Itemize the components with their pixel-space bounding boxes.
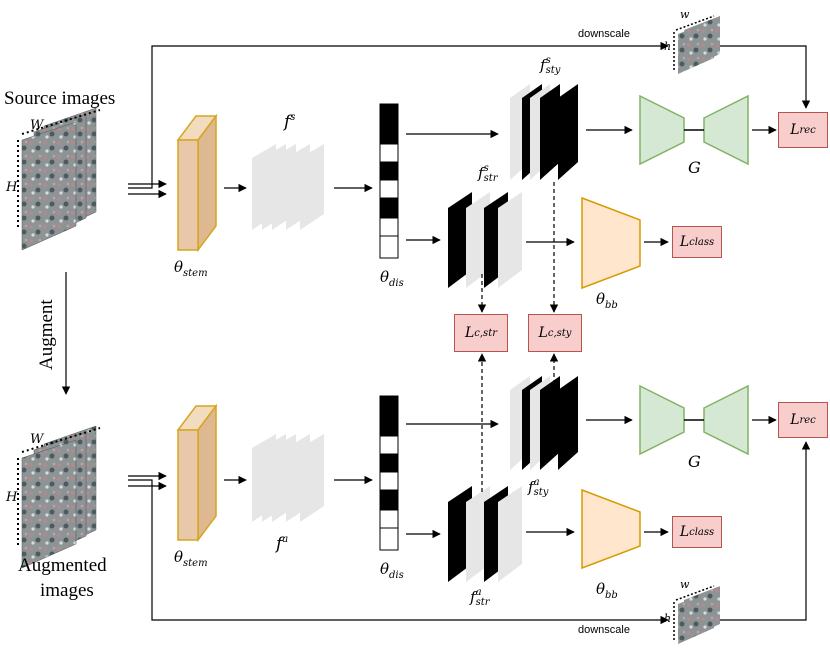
stem-block-bottom — [176, 403, 218, 543]
augmented-image-stack — [17, 425, 101, 569]
stem-block-top — [176, 113, 218, 253]
fa-label: fa — [276, 534, 289, 554]
style-features-bottom — [510, 376, 578, 470]
small-width-label-bottom: w — [680, 578, 690, 591]
width-label-top: W — [30, 118, 44, 133]
g-label-top: G — [688, 158, 701, 177]
height-label-top: H — [6, 180, 18, 195]
small-height-label-top: h — [664, 40, 672, 53]
source-images-label: Source images — [4, 88, 116, 109]
downscaled-augmented-stack — [673, 585, 720, 644]
fs-label: fs — [284, 112, 296, 132]
downscale-label-bottom: downscale — [578, 624, 630, 636]
theta-stem-label-top: θstem — [174, 258, 208, 279]
theta-bb-label-top: θbb — [596, 290, 618, 311]
structure-features-top — [448, 192, 522, 288]
decoder-g-top — [639, 94, 749, 166]
structure-features-bottom — [448, 486, 522, 582]
theta-stem-label-bottom: θstem — [174, 548, 208, 569]
downscale-label-top: downscale — [578, 28, 630, 40]
feature-maps-fs — [252, 144, 324, 230]
augmented-images-label-1: Augmented — [18, 555, 107, 576]
augmented-images-label-2: images — [40, 580, 94, 601]
source-image-stack — [17, 107, 101, 251]
theta-dis-label-bottom: θdis — [380, 560, 404, 581]
small-height-label-bottom: h — [664, 612, 672, 625]
style-features-top — [510, 84, 578, 180]
decoder-g-bottom — [639, 384, 749, 456]
theta-bb-label-bottom: θbb — [596, 580, 618, 601]
disentangler-bottom — [379, 395, 399, 551]
small-width-label-top: w — [680, 8, 690, 21]
consistency-arrows — [477, 182, 559, 492]
backbone-bottom — [581, 488, 641, 570]
arrows — [61, 41, 811, 625]
disentangler-top — [379, 103, 399, 259]
width-label-bottom: W — [30, 432, 44, 447]
g-label-bottom: G — [688, 452, 701, 471]
theta-dis-label-top: θdis — [380, 268, 404, 289]
height-label-bottom: H — [6, 490, 18, 505]
downscaled-source-stack — [673, 15, 720, 74]
backbone-top — [581, 196, 641, 290]
feature-maps-fa — [252, 434, 324, 522]
augment-label: Augment — [36, 299, 57, 370]
